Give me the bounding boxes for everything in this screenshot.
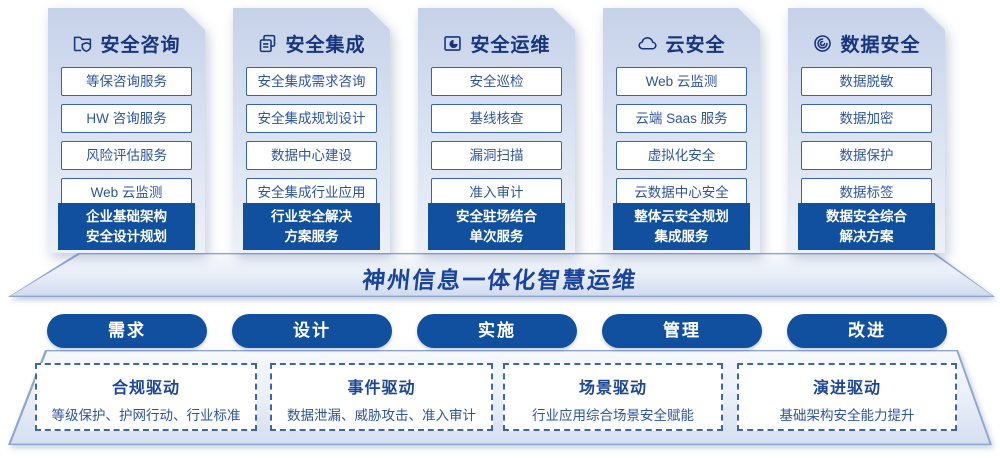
card-surface: 安全集成 安全集成需求咨询 安全集成规划设计 数据中心建设 安全集成行业应用 行… (233, 8, 390, 253)
banner-title: 神州信息一体化智慧运维 (360, 267, 639, 293)
driver-box-incident: 事件驱动 数据泄漏、威胁攻击、准入审计 (270, 363, 493, 431)
highlight-service: 安全驻场结合 单次服务 (428, 203, 565, 250)
service-item: 数据标签 (801, 178, 932, 207)
card-surface: 安全运维 安全巡检 基线核查 漏洞扫描 准入审计 安全驻场结合 单次服务 (418, 8, 575, 253)
driver-box-compliance: 合规驱动 等级保护、护网行动、行业标准 (35, 363, 257, 431)
card-header: 云安全 (603, 30, 760, 57)
service-item: 等保咨询服务 (61, 67, 192, 96)
banner-trapezoid: 神州信息一体化智慧运维 (0, 253, 1000, 297)
driver-title: 场景驱动 (578, 380, 647, 397)
process-pill-implement: 实施 (417, 314, 577, 348)
service-card-integration: 安全集成 安全集成需求咨询 安全集成规划设计 数据中心建设 安全集成行业应用 行… (233, 8, 390, 253)
highlight-service: 数据安全综合 解决方案 (798, 203, 935, 250)
highlight-line: 行业安全解决 (271, 208, 352, 224)
card-header: 安全集成 (233, 30, 390, 57)
service-card-cloud: 云安全 Web 云监测 云端 Saas 服务 虚拟化安全 云数据中心安全 整体云… (603, 8, 760, 253)
fingerprint-icon (812, 33, 833, 54)
card-item-list: Web 云监测 云端 Saas 服务 虚拟化安全 云数据中心安全 (616, 67, 747, 215)
card-item-list: 安全集成需求咨询 安全集成规划设计 数据中心建设 安全集成行业应用 (246, 67, 377, 215)
service-item: 数据保护 (801, 141, 932, 170)
driver-subtitle: 行业应用综合场景安全赋能 (532, 408, 694, 423)
service-card-data: 数据安全 数据脱敏 数据加密 数据保护 数据标签 数据安全综合 解决方案 (788, 8, 945, 253)
service-item: 安全巡检 (431, 67, 562, 96)
card-title: 安全运维 (470, 35, 551, 56)
highlight-line: 集成服务 (654, 228, 709, 244)
service-item: 漏洞扫描 (431, 141, 562, 170)
driver-title: 演进驱动 (812, 380, 881, 397)
monitor-pie-icon (442, 33, 463, 54)
card-header: 安全咨询 (48, 30, 205, 57)
highlight-line: 方案服务 (284, 228, 339, 244)
driver-subtitle: 基础架构安全能力提升 (779, 408, 915, 423)
service-item: 基线核查 (431, 104, 562, 133)
service-item: Web 云监测 (616, 67, 747, 96)
highlight-line: 解决方案 (839, 228, 894, 244)
highlight-service: 整体云安全规划 集成服务 (613, 203, 750, 250)
service-item: 数据中心建设 (246, 141, 377, 170)
card-item-list: 数据脱敏 数据加密 数据保护 数据标签 (801, 67, 932, 215)
highlight-line: 企业基础架构 (86, 208, 167, 224)
folder-shield-icon (72, 33, 93, 54)
service-item: 安全集成规划设计 (246, 104, 377, 133)
process-pill-demand: 需求 (47, 314, 207, 348)
driver-box-evolution: 演进驱动 基础架构安全能力提升 (737, 363, 957, 431)
highlight-line: 安全驻场结合 (456, 208, 537, 224)
highlight-service: 行业安全解决 方案服务 (243, 203, 380, 250)
service-item: 数据脱敏 (801, 67, 932, 96)
driver-subtitle: 等级保护、护网行动、行业标准 (51, 408, 241, 423)
card-surface: 安全咨询 等保咨询服务 HW 咨询服务 风险评估服务 Web 云监测 企业基础架… (48, 8, 205, 253)
service-item: 数据加密 (801, 104, 932, 133)
card-title: 安全咨询 (100, 35, 181, 56)
service-item: HW 咨询服务 (61, 104, 192, 133)
copy-document-icon (257, 33, 278, 54)
highlight-service: 企业基础架构 安全设计规划 (58, 203, 195, 250)
card-surface: 数据安全 数据脱敏 数据加密 数据保护 数据标签 数据安全综合 解决方案 (788, 8, 945, 253)
card-header: 安全运维 (418, 30, 575, 57)
cloud-icon (637, 33, 658, 54)
highlight-line: 安全设计规划 (86, 228, 167, 244)
banner-surface (11, 254, 993, 296)
process-pill-improve: 改进 (787, 314, 947, 348)
card-surface: 云安全 Web 云监测 云端 Saas 服务 虚拟化安全 云数据中心安全 整体云… (603, 8, 760, 253)
service-item: 风险评估服务 (61, 141, 192, 170)
card-item-list: 等保咨询服务 HW 咨询服务 风险评估服务 Web 云监测 (61, 67, 192, 215)
service-item: 安全集成需求咨询 (246, 67, 377, 96)
service-card-consulting: 安全咨询 等保咨询服务 HW 咨询服务 风险评估服务 Web 云监测 企业基础架… (48, 8, 205, 253)
process-pill-design: 设计 (232, 314, 392, 348)
card-title: 数据安全 (840, 35, 921, 56)
service-card-operations: 安全运维 安全巡检 基线核查 漏洞扫描 准入审计 安全驻场结合 单次服务 (418, 8, 575, 253)
card-title: 云安全 (665, 35, 726, 56)
process-pill-manage: 管理 (602, 314, 762, 348)
card-title: 安全集成 (285, 35, 366, 56)
card-header: 数据安全 (788, 30, 945, 57)
highlight-line: 整体云安全规划 (634, 208, 729, 224)
service-item: 虚拟化安全 (616, 141, 747, 170)
driver-title: 合规驱动 (111, 380, 180, 397)
driver-subtitle: 数据泄漏、威胁攻击、准入审计 (287, 408, 476, 423)
service-item: Web 云监测 (61, 178, 192, 207)
highlight-line: 单次服务 (469, 228, 524, 244)
driver-box-scenario: 场景驱动 行业应用综合场景安全赋能 (503, 363, 723, 431)
driver-title: 事件驱动 (347, 380, 416, 397)
card-item-list: 安全巡检 基线核查 漏洞扫描 准入审计 (431, 67, 562, 215)
service-item: 云端 Saas 服务 (616, 104, 747, 133)
highlight-line: 数据安全综合 (826, 208, 907, 224)
